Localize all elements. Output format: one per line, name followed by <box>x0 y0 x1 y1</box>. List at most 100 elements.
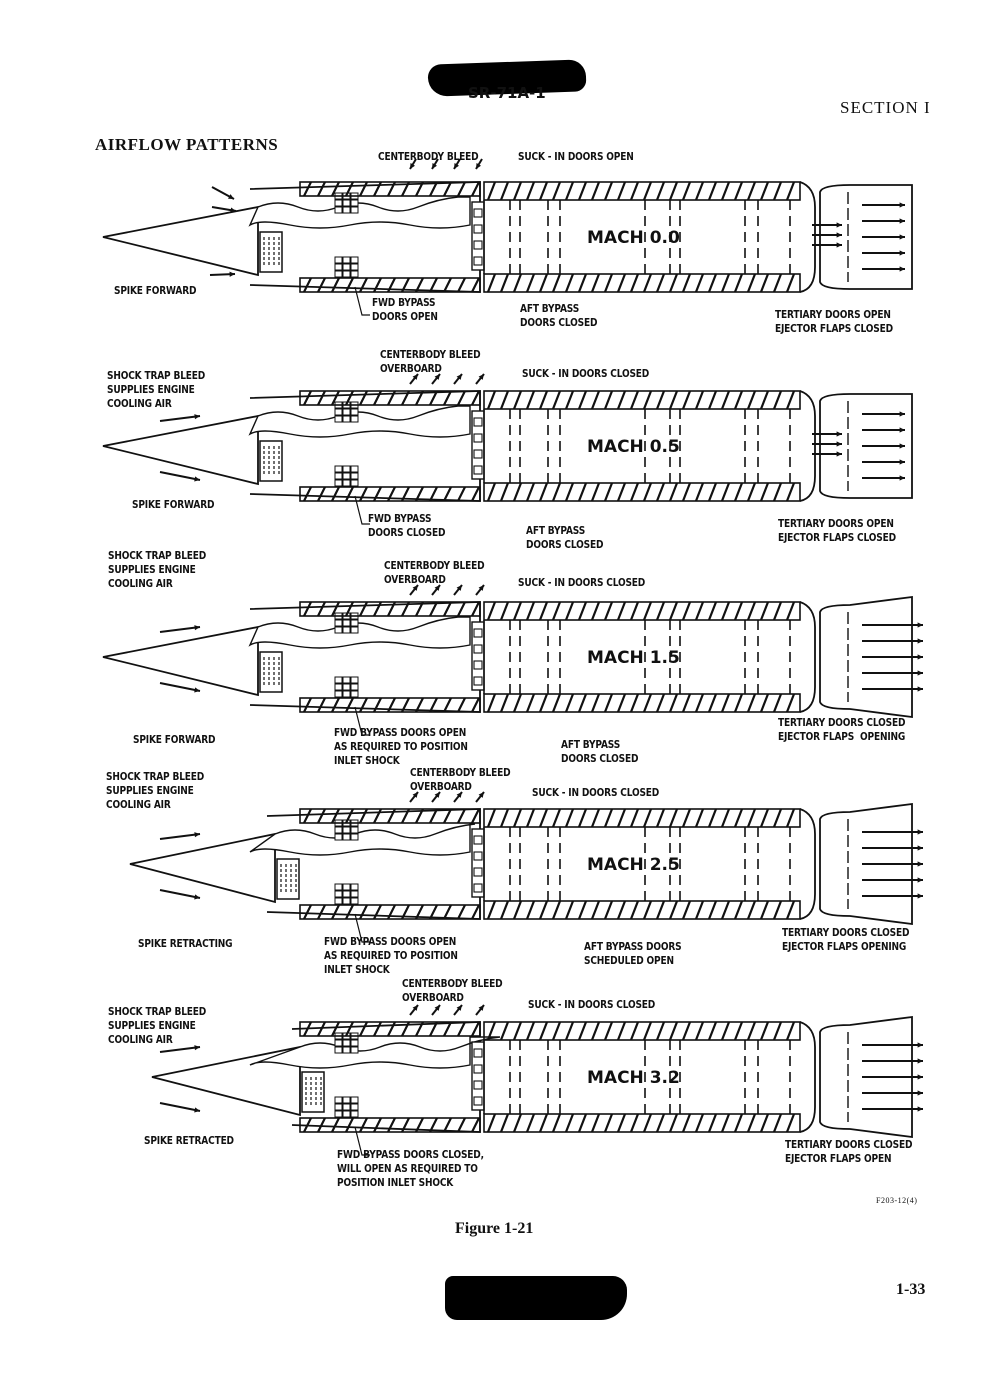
aft-bypass-door <box>473 208 483 218</box>
aft-bypass-door <box>473 256 483 266</box>
wall-hatch <box>401 904 410 920</box>
wall-hatch <box>759 482 770 502</box>
label-suck-in-1: SUCK - IN DOORS OPEN <box>518 151 634 163</box>
wall-hatch <box>373 697 382 713</box>
section-heading: SECTION I <box>840 98 931 117</box>
airflow-arrow-head <box>899 234 905 240</box>
wall-hatch <box>512 1021 523 1041</box>
wall-hatch <box>694 390 705 410</box>
wall-hatch <box>616 482 627 502</box>
bypass-door-block <box>334 833 343 841</box>
airflow-arrow-head <box>899 266 905 272</box>
wall-hatch <box>577 693 588 713</box>
wall-hatch <box>512 482 523 502</box>
airflow-arrow-head <box>456 374 462 380</box>
inlet-duct <box>248 405 471 438</box>
bypass-door-block <box>334 472 343 480</box>
wall-hatch <box>401 390 410 406</box>
wall-hatch <box>317 390 326 406</box>
bypass-door-block <box>350 465 359 473</box>
bypass-door-block <box>334 619 343 627</box>
wall-hatch <box>642 482 653 502</box>
nacelle-wall <box>299 486 481 502</box>
wall-hatch <box>331 486 340 502</box>
label-suck-in-3: SUCK - IN DOORS CLOSED <box>518 577 646 589</box>
wall-hatch <box>746 1113 757 1133</box>
engine-diagram-3: MACH 1.5 <box>102 584 923 736</box>
wall-hatch <box>616 181 627 201</box>
label-tertiary-4: TERTIARY DOORS CLOSED EJECTOR FLAPS OPEN… <box>782 927 910 953</box>
bypass-door-block <box>342 1046 351 1054</box>
airflow-arrow-head <box>899 427 905 433</box>
bypass-door-block <box>334 408 343 416</box>
wall-hatch <box>681 1113 692 1133</box>
wall-hatch <box>746 482 757 502</box>
wall-hatch <box>720 181 731 201</box>
wall-hatch <box>373 904 382 920</box>
wall-hatch <box>681 181 692 201</box>
airflow-arrow-head <box>228 194 234 199</box>
airflow-arrow-head <box>917 1058 923 1064</box>
airflow-arrow-head <box>899 250 905 256</box>
bypass-door-block <box>350 1046 359 1054</box>
nacelle-wall <box>299 697 481 713</box>
bypass-door-block <box>350 683 359 691</box>
wall-hatch <box>512 1113 523 1133</box>
compressor-face <box>259 440 283 482</box>
wall-hatch <box>603 1021 614 1041</box>
wall-hatch <box>603 273 614 293</box>
wall-hatch <box>759 601 770 621</box>
wall-hatch <box>525 693 536 713</box>
bypass-door-block <box>342 626 351 634</box>
label-tertiary-2: TERTIARY DOORS OPEN EJECTOR FLAPS CLOSED <box>778 518 896 544</box>
wall-hatch <box>655 693 666 713</box>
wall-hatch <box>373 390 382 406</box>
bypass-door-block <box>334 206 343 214</box>
wall-hatch <box>590 1021 601 1041</box>
bypass-door-block <box>350 626 359 634</box>
airflow-arrow-head <box>917 861 923 867</box>
figure-code: F203-12(4) <box>876 1196 918 1205</box>
aft-bypass-door <box>473 867 483 877</box>
wall-hatch <box>551 900 562 920</box>
aft-bypass-door <box>473 660 483 670</box>
inlet-spike <box>102 414 259 486</box>
wall-hatch <box>577 900 588 920</box>
wall-hatch <box>512 693 523 713</box>
wall-hatch <box>629 273 640 293</box>
wall-hatch <box>443 1117 452 1133</box>
wall-hatch <box>720 273 731 293</box>
label-tertiary-1: TERTIARY DOORS OPEN EJECTOR FLAPS CLOSED <box>775 309 893 335</box>
wall-hatch <box>616 601 627 621</box>
inlet-duct <box>249 1036 501 1069</box>
wall-hatch <box>429 1117 438 1133</box>
wall-hatch <box>429 181 438 197</box>
wall-hatch <box>525 273 536 293</box>
bypass-door-block <box>350 826 359 834</box>
wall-hatch <box>694 601 705 621</box>
wall-hatch <box>443 904 452 920</box>
bypass-door-block <box>350 897 359 905</box>
bypass-door-block <box>342 826 351 834</box>
wall-hatch <box>590 601 601 621</box>
bypass-door-block <box>334 1110 343 1118</box>
wall-hatch <box>694 693 705 713</box>
wall-hatch <box>538 181 549 201</box>
wall-hatch <box>345 1021 354 1037</box>
wall-hatch <box>471 1021 480 1037</box>
leader-line <box>354 495 370 525</box>
bypass-door-block <box>342 883 351 891</box>
nacelle-wall <box>483 693 801 713</box>
airflow-arrow-head <box>230 207 236 213</box>
wall-hatch <box>303 486 312 502</box>
bypass-door-block <box>342 263 351 271</box>
wall-hatch <box>681 273 692 293</box>
wall-hatch <box>486 482 497 502</box>
wall-hatch <box>317 1117 326 1133</box>
page-title: AIRFLOW PATTERNS <box>95 135 279 154</box>
aft-bypass-door <box>473 1048 483 1058</box>
wall-hatch <box>694 808 705 828</box>
bypass-door-block <box>334 676 343 684</box>
nacelle-wall <box>299 390 481 406</box>
label-centerbody-bleed-2: CENTERBODY BLEED OVERBOARD <box>380 349 481 375</box>
